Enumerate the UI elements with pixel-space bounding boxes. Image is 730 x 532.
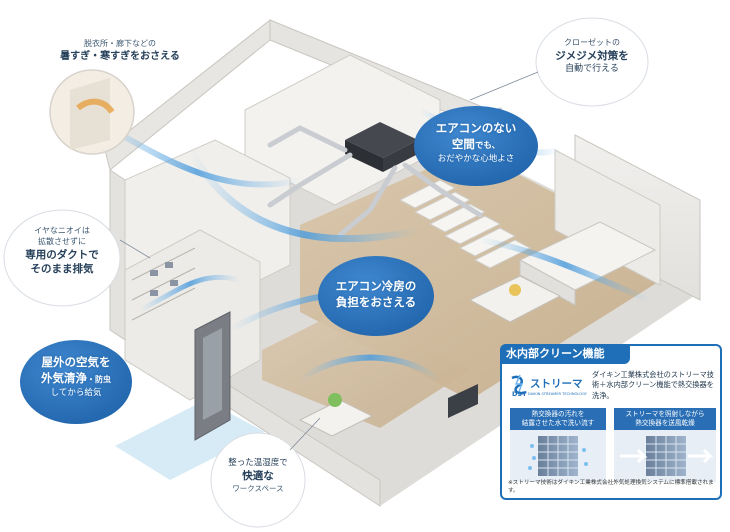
ventilation-unit-front <box>345 140 383 172</box>
callout-odor-line3: 専用のダクトで <box>25 248 99 261</box>
callout-hallway-line1: 脱衣所・廊下などの <box>84 39 156 48</box>
fresh-air-line3: してから給気 <box>50 388 102 398</box>
panel-box2-caption: ストリーマを照射しながら 熱交換器を送風乾燥 <box>614 408 716 431</box>
workspace-circle <box>210 432 306 528</box>
streamer-logo-text: ストリーマ <box>530 378 583 390</box>
panel-footnote: ※ストリーマ技術はダイキン工業株式会社外気処理換気システムに標準搭載されます。 <box>508 480 714 494</box>
shelf-items <box>150 262 178 296</box>
callout-workspace: 整った温湿度で 快適な ワークスペース <box>211 458 305 494</box>
panel-heat-exchanger-images <box>510 430 716 482</box>
bubble-fresh-air <box>20 340 132 424</box>
bubble-fresh-air-text: 屋外の空気を 外気清浄・防虫 してから給気 <box>22 354 130 398</box>
odor-ellipse <box>3 209 121 307</box>
kitchen-counter-front <box>519 259 576 306</box>
callout-closet-line3: 自動で行える <box>565 63 619 74</box>
callout-workspace-line2: 快適な <box>242 470 274 483</box>
callout-odor-line4: そのまま排気 <box>30 262 94 275</box>
hallway-warm-air <box>76 98 115 114</box>
bubble-cooling-text: エアコン冷房の 負担をおさえる <box>320 278 432 310</box>
no-ac-line2b: でも、 <box>474 141 501 151</box>
streamer-logo: ストリーマ DST DAIKIN STREAMER TECHNOLOGY <box>510 372 590 404</box>
person-dining <box>509 284 521 296</box>
callout-odor-line2: 拡散させずに <box>38 236 86 246</box>
fresh-air-line1: 屋外の空気を <box>41 355 111 369</box>
wood-floor-workspace <box>262 306 470 428</box>
closet-ellipse <box>535 17 649 107</box>
bubble-no-ac-text: エアコンのない 空間でも、 おだやかな心地よさ <box>416 120 536 164</box>
fresh-air-line2a: 外気清浄 <box>41 371 87 385</box>
dining-table <box>468 275 562 323</box>
person-working <box>328 393 342 407</box>
panel-description: ダイキン工業株式会社のストリーマ技術＋水内部クリーン機能で熱交換器を洗浄。 <box>592 370 714 400</box>
bubble-cooling <box>318 256 434 336</box>
bubble-no-ac <box>414 106 538 186</box>
leader-lines <box>119 71 539 451</box>
no-ac-line2a: 空間 <box>451 137 475 151</box>
callout-closet: クローゼットの ジメジメ対策を 自動で行える <box>538 38 646 75</box>
work-desk <box>298 399 374 437</box>
callout-hallway: 脱衣所・廊下などの 暑すぎ・寒すぎをおさえる <box>40 39 200 63</box>
box1-line2: 結露させた水で洗い流す <box>521 419 595 428</box>
panel-title: 水内部クリーン機能 <box>500 344 630 364</box>
streamer-logo-sub: DST <box>512 390 527 398</box>
ventilation-unit-top <box>345 122 418 158</box>
callout-closet-line2: ジメジメ対策を <box>555 49 629 62</box>
callout-odor: イヤなニオイは 拡散させずに 専用のダクトで そのまま排気 <box>6 226 118 276</box>
panel-box1-caption: 熱交換器の汚れを 結露させた水で洗い流す <box>510 408 606 431</box>
television <box>448 384 478 418</box>
no-ac-line3: おだやかな心地よさ <box>437 154 515 164</box>
callout-workspace-line3: ワークスペース <box>232 483 284 493</box>
box1-line1: 熱交換器の汚れを <box>531 410 585 418</box>
heat-exchanger-dry-icon <box>620 436 714 476</box>
storage-shelves <box>131 247 196 321</box>
cooling-line2: 負担をおさえる <box>335 295 417 309</box>
callout-closet-line1: クローゼットの <box>564 38 620 47</box>
ventilation-unit-side <box>383 140 418 172</box>
hallway-zoom-door <box>70 78 110 150</box>
streamer-logo-icon <box>511 374 527 395</box>
fresh-air-line2b: ・防虫 <box>87 375 111 384</box>
box2-line1: ストリーマを照射しながら <box>625 410 705 418</box>
cooling-line1: エアコン冷房の <box>335 279 417 293</box>
inner-clean-panel: 水内部クリーン機能 ストリーマ DST DAIKIN STREAMER TECH… <box>500 344 722 500</box>
front-door-glass <box>203 328 222 420</box>
callout-hallway-line2: 暑すぎ・寒すぎをおさえる <box>60 50 180 62</box>
box2-line2: 熱交換器を送風乾燥 <box>635 419 695 428</box>
heat-exchanger-wash-icon <box>528 436 588 476</box>
no-ac-line1: エアコンのない <box>435 121 517 135</box>
callout-workspace-line1: 整った温湿度で <box>228 458 288 468</box>
callout-odor-line1: イヤなニオイは <box>34 226 90 235</box>
no-ac-line2: 空間でも、 <box>416 136 536 152</box>
streamer-logo-caption: DAIKIN STREAMER TECHNOLOGY <box>528 392 587 396</box>
fresh-air-line2: 外気清浄・防虫 <box>22 370 130 386</box>
